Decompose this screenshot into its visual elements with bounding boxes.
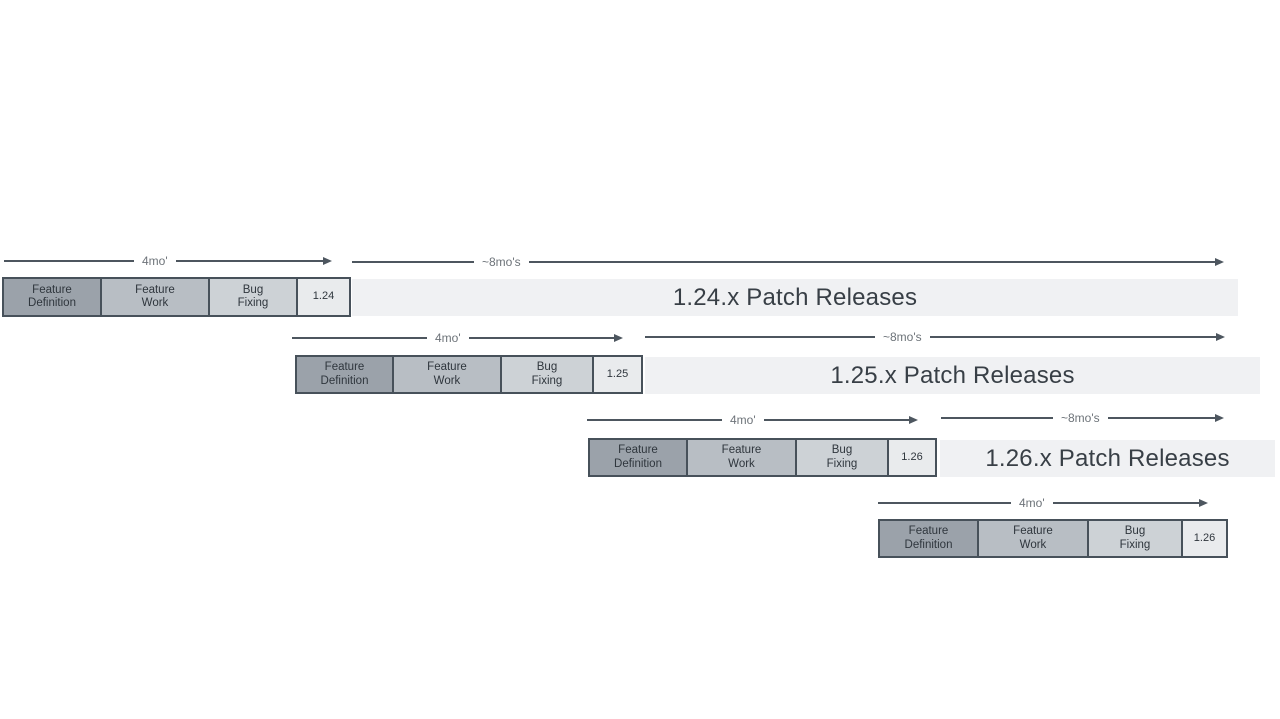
phase-box-feature-definition: Feature Definition [590,440,688,475]
patch-releases-bar: 1.26.x Patch Releases [940,440,1275,477]
version-box: 1.25 [594,357,641,392]
arrow-line [878,502,1011,504]
phase-box-bug-fixing: Bug Fixing [210,279,298,315]
arrow-line [175,260,323,262]
patch-releases-bar: 1.25.x Patch Releases [645,357,1260,394]
arrow-line [941,417,1053,419]
release-cycle-boxes: Feature Definition Feature Work Bug Fixi… [2,277,351,317]
arrow-head-icon [909,416,918,424]
release-cycle-boxes: Feature Definition Feature Work Bug Fixi… [295,355,643,394]
phase-box-feature-work: Feature Work [688,440,797,475]
arrow-head-icon [1215,258,1224,266]
patch-releases-label: 1.25.x Patch Releases [830,361,1075,389]
four-month-label: 4mo' [1019,496,1045,510]
eight-month-label: ~8mo's [482,255,521,269]
patch-releases-bar: 1.24.x Patch Releases [352,279,1238,316]
four-month-arrow: 4mo' [292,330,623,346]
phase-box-feature-work: Feature Work [979,521,1089,556]
arrow-line [468,337,614,339]
eight-month-arrow: ~8mo's [645,329,1225,345]
eight-month-arrow: ~8mo's [941,410,1224,426]
four-month-label: 4mo' [730,413,756,427]
version-box: 1.24 [298,279,349,315]
version-box: 1.26 [889,440,935,475]
arrow-line [1052,502,1199,504]
patch-releases-label: 1.26.x Patch Releases [985,444,1230,472]
phase-box-feature-definition: Feature Definition [4,279,102,315]
arrow-line [587,419,722,421]
eight-month-label: ~8mo's [1061,411,1100,425]
arrow-line [929,336,1216,338]
phase-box-bug-fixing: Bug Fixing [502,357,594,392]
arrow-line [645,336,875,338]
eight-month-label: ~8mo's [883,330,922,344]
arrow-line [292,337,427,339]
arrow-head-icon [1199,499,1208,507]
four-month-arrow: 4mo' [4,253,332,269]
arrow-head-icon [323,257,332,265]
arrow-line [528,261,1215,263]
eight-month-arrow: ~8mo's [352,254,1224,270]
arrow-head-icon [1215,414,1224,422]
four-month-label: 4mo' [435,331,461,345]
phase-box-feature-definition: Feature Definition [297,357,394,392]
arrow-line [1107,417,1215,419]
release-cycle-boxes: Feature Definition Feature Work Bug Fixi… [878,519,1228,558]
phase-box-feature-definition: Feature Definition [880,521,979,556]
four-month-label: 4mo' [142,254,168,268]
release-cycle-boxes: Feature Definition Feature Work Bug Fixi… [588,438,937,477]
arrow-line [763,419,909,421]
phase-box-feature-work: Feature Work [394,357,502,392]
arrow-line [4,260,134,262]
arrow-head-icon [614,334,623,342]
phase-box-feature-work: Feature Work [102,279,210,315]
four-month-arrow: 4mo' [878,495,1208,511]
four-month-arrow: 4mo' [587,412,918,428]
arrow-line [352,261,474,263]
phase-box-bug-fixing: Bug Fixing [797,440,889,475]
version-box: 1.26 [1183,521,1226,556]
patch-releases-label: 1.24.x Patch Releases [672,283,918,311]
arrow-head-icon [1216,333,1225,341]
phase-box-bug-fixing: Bug Fixing [1089,521,1183,556]
